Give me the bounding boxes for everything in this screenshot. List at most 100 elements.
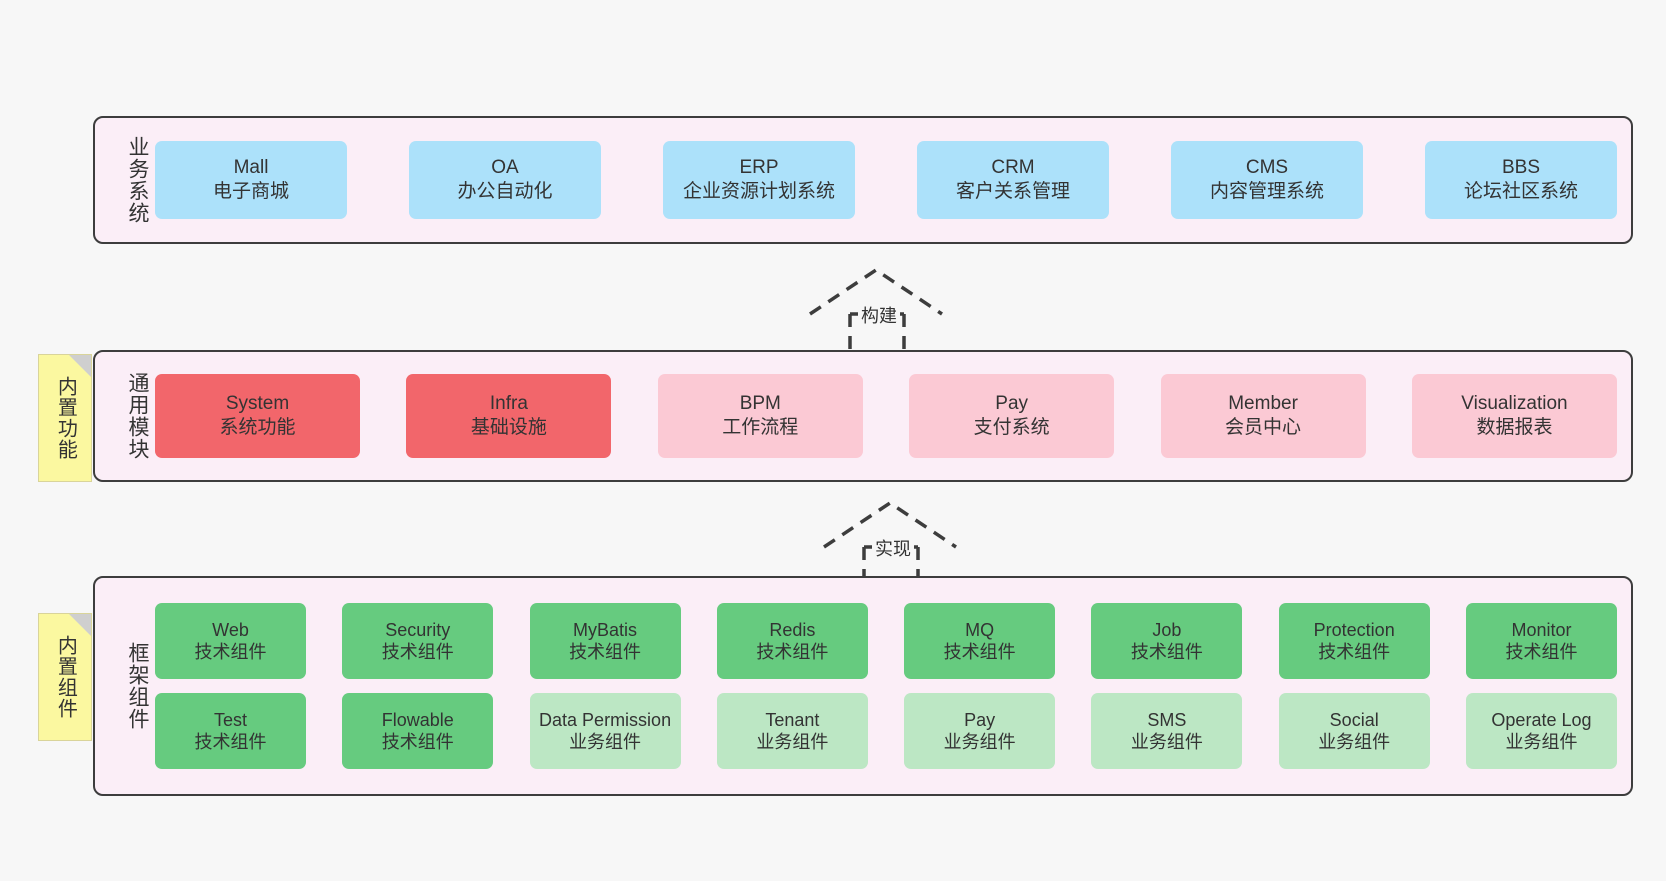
connector-label-build: 构建 [858,302,900,328]
card-pay[interactable]: Pay 支付系统 [909,374,1115,458]
card-tenant[interactable]: Tenant 业务组件 [716,693,868,769]
card-subtitle: 客户关系管理 [955,181,1070,202]
card-subtitle: 业务组件 [1318,732,1391,752]
card-subtitle: 技术组件 [1318,642,1391,662]
card-title: Mall [233,157,269,179]
framework-row-biz: Test 技术组件 Flowable 技术组件 Data Permission … [155,693,1617,769]
card-subtitle: 业务组件 [943,732,1016,752]
card-subtitle: 基础设施 [470,417,547,438]
card-title: Pay [995,393,1029,415]
card-erp[interactable]: ERP 企业资源计划系统 [663,141,855,219]
card-test[interactable]: Test 技术组件 [155,693,306,769]
generalization-arrowhead-implement [823,500,957,549]
card-social[interactable]: Social 业务组件 [1278,693,1430,769]
card-subtitle: 技术组件 [194,642,267,662]
card-subtitle: 工作流程 [722,417,799,438]
note-builtin-function: 内置功能 [38,354,92,482]
card-title: Tenant [765,709,820,730]
card-subtitle: 技术组件 [381,732,454,752]
card-visualization[interactable]: Visualization 数据报表 [1411,374,1617,458]
card-sms[interactable]: SMS 业务组件 [1091,693,1243,769]
connector-build: 构建 [800,262,960,354]
card-title: CMS [1245,157,1289,179]
card-title: Security [385,619,451,640]
card-security[interactable]: Security 技术组件 [342,603,494,679]
note-fold-corner-icon [69,355,91,377]
card-pay-component[interactable]: Pay 业务组件 [904,693,1056,769]
card-subtitle: 内容管理系统 [1209,181,1324,202]
card-title: Member [1228,393,1298,415]
card-crm[interactable]: CRM 客户关系管理 [917,141,1109,219]
generalization-arrowhead-build [809,267,943,316]
card-title: CRM [991,157,1035,179]
card-subtitle: 技术组件 [194,732,267,752]
card-title: Social [1329,709,1379,730]
card-operate-log[interactable]: Operate Log 业务组件 [1465,693,1617,769]
card-subtitle: 支付系统 [973,417,1050,438]
layer-title-business-system: 业务系统 [126,136,149,224]
card-mq[interactable]: MQ 技术组件 [904,603,1056,679]
layer-business-system[interactable]: 业务系统 Mall 电子商城 OA 办公自动化 ERP 企业资源计划系统 CRM… [93,116,1633,244]
card-subtitle: 会员中心 [1225,417,1302,438]
card-title: Pay [964,709,996,730]
card-title: Redis [769,619,816,640]
card-subtitle: 企业资源计划系统 [682,181,835,202]
card-flowable[interactable]: Flowable 技术组件 [342,693,494,769]
card-mall[interactable]: Mall 电子商城 [155,141,347,219]
card-system[interactable]: System 系统功能 [155,374,360,458]
card-subtitle: 业务组件 [756,732,829,752]
card-web[interactable]: Web 技术组件 [155,603,306,679]
layer-cards-business-system: Mall 电子商城 OA 办公自动化 ERP 企业资源计划系统 CRM 客户关系… [149,118,1631,242]
card-title: Monitor [1511,619,1572,640]
card-subtitle: 技术组件 [943,642,1016,662]
framework-row-tech: Web 技术组件 Security 技术组件 MyBatis 技术组件 Redi… [155,603,1617,679]
card-title: BPM [739,393,781,415]
layer-framework-component[interactable]: 框架组件 Web 技术组件 Security 技术组件 MyBatis 技术组件… [93,576,1633,796]
card-oa[interactable]: OA 办公自动化 [409,141,601,219]
layer-common-module[interactable]: 通用模块 System 系统功能 Infra 基础设施 BPM 工作流程 Pay… [93,350,1633,482]
layer-title-framework-component: 框架组件 [126,642,149,730]
card-title: Web [212,619,249,640]
layer-cards-common-module: System 系统功能 Infra 基础设施 BPM 工作流程 Pay 支付系统… [149,352,1631,480]
note-fold-corner-icon [69,614,91,636]
card-title: Infra [489,393,528,415]
card-subtitle: 技术组件 [381,642,454,662]
layer-title-common-module: 通用模块 [126,372,149,460]
card-title: Protection [1313,619,1395,640]
card-job[interactable]: Job 技术组件 [1091,603,1243,679]
card-subtitle: 数据报表 [1476,417,1553,438]
card-infra[interactable]: Infra 基础设施 [406,374,612,458]
card-bbs[interactable]: BBS 论坛社区系统 [1425,141,1617,219]
layer-cards-framework-component: Web 技术组件 Security 技术组件 MyBatis 技术组件 Redi… [149,578,1631,794]
card-subtitle: 业务组件 [1130,732,1203,752]
connector-implement: 实现 [814,495,974,587]
connector-label-implement: 实现 [872,535,914,561]
card-cms[interactable]: CMS 内容管理系统 [1171,141,1363,219]
card-title: Operate Log [1491,709,1592,730]
card-title: Test [213,709,247,730]
card-title: MyBatis [573,619,638,640]
card-member[interactable]: Member 会员中心 [1160,374,1366,458]
card-title: SMS [1147,709,1187,730]
note-label: 内置组件 [54,635,77,719]
card-subtitle: 电子商城 [212,181,289,202]
card-subtitle: 办公自动化 [457,181,553,202]
card-title: OA [491,157,519,179]
card-subtitle: 技术组件 [1130,642,1203,662]
card-title: MQ [965,619,995,640]
card-subtitle: 业务组件 [1505,732,1578,752]
card-mybatis[interactable]: MyBatis 技术组件 [529,603,681,679]
card-subtitle: 业务组件 [569,732,642,752]
card-title: System [225,393,290,415]
card-protection[interactable]: Protection 技术组件 [1278,603,1430,679]
card-redis[interactable]: Redis 技术组件 [716,603,868,679]
note-builtin-component: 内置组件 [38,613,92,741]
card-title: Job [1152,619,1182,640]
card-data-permission[interactable]: Data Permission 业务组件 [529,693,681,769]
card-title: BBS [1501,157,1541,179]
card-title: Flowable [381,709,454,730]
card-title: Data Permission [539,709,672,730]
card-monitor[interactable]: Monitor 技术组件 [1465,603,1617,679]
card-bpm[interactable]: BPM 工作流程 [657,374,863,458]
